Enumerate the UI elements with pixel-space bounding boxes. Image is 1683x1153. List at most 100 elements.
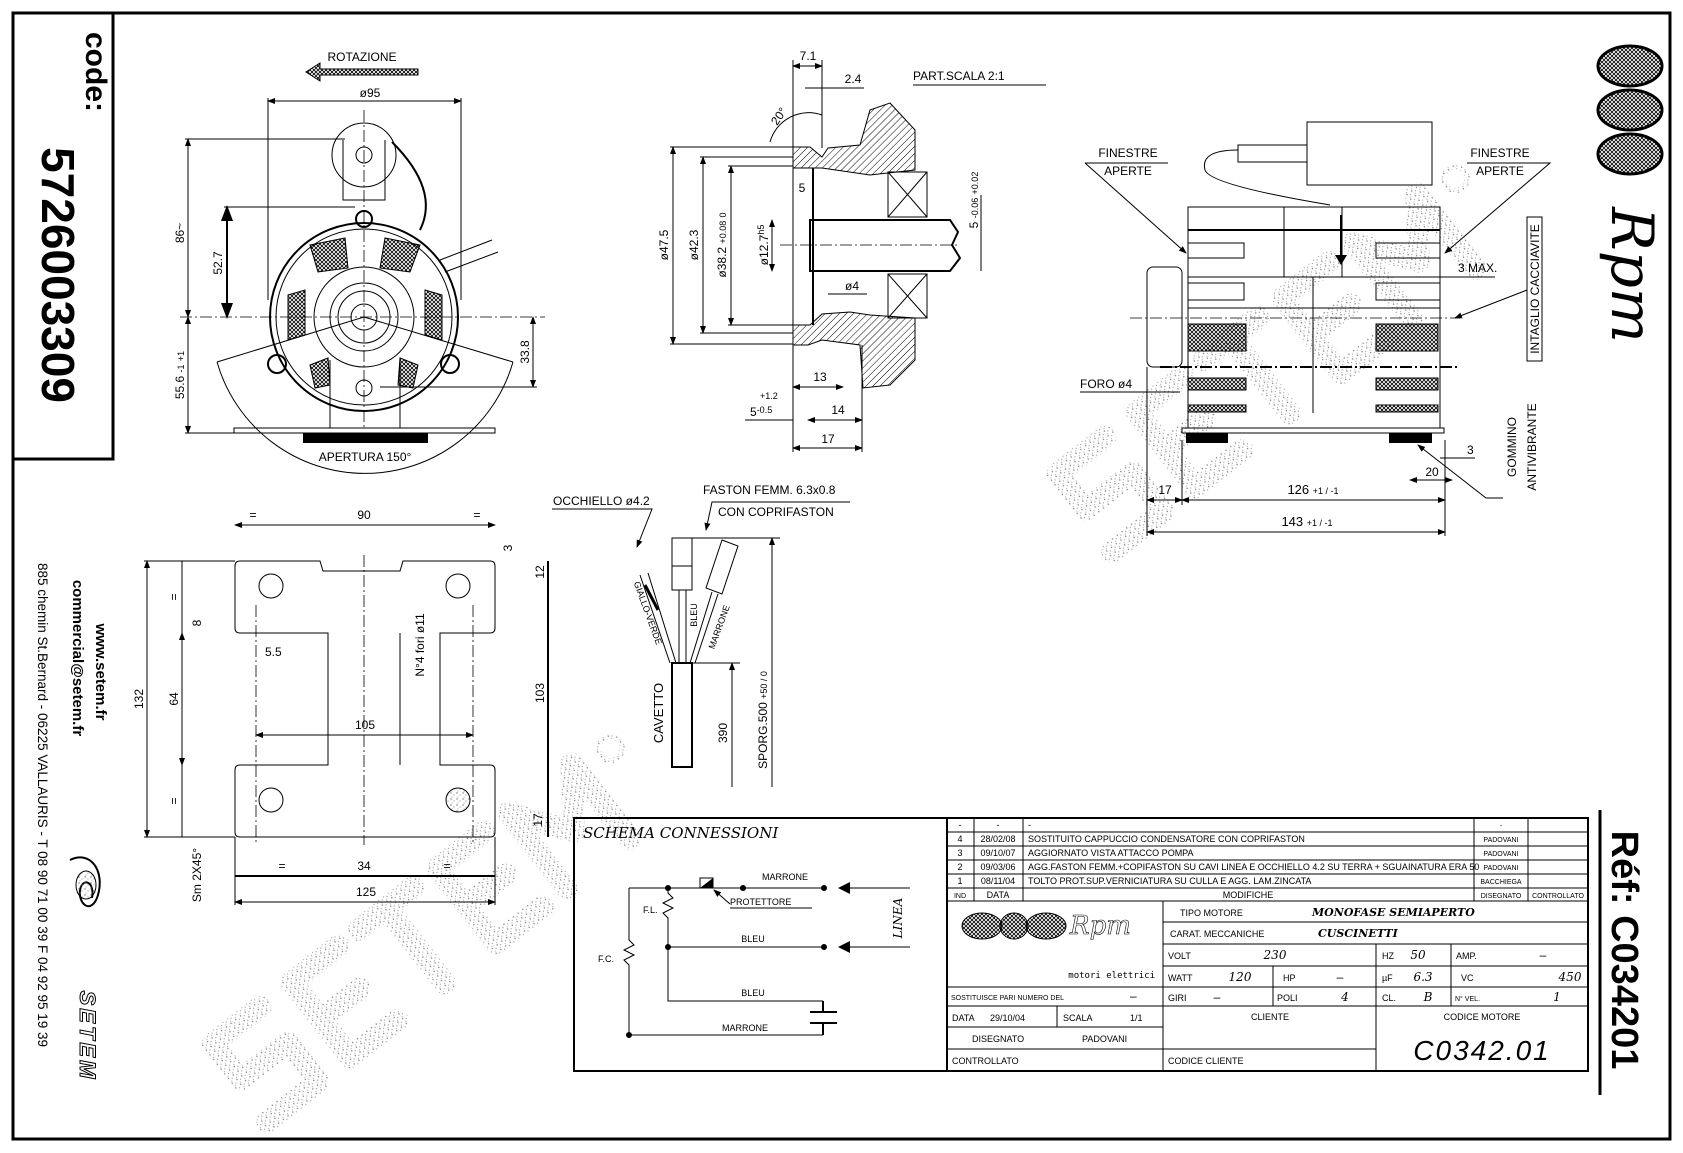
hp-value: – xyxy=(1337,970,1344,984)
email-link[interactable]: commercial@setem.fr xyxy=(69,580,86,737)
poles-label: POLI xyxy=(1277,993,1298,1003)
dim-d126: 126 +1 / -1 xyxy=(1287,482,1338,497)
scale-value: 1/1 xyxy=(1130,1013,1143,1023)
cable-label: CAVETTO xyxy=(651,683,666,743)
website-link[interactable]: www.setem.fr xyxy=(92,623,109,721)
dim-shaft5: 5 -0.06 +0.02 xyxy=(967,172,981,229)
dim-d7: 7.1 xyxy=(800,49,817,63)
dim-d42: ø42.3 xyxy=(687,229,701,260)
damper-label: ANTIVIBRANTE xyxy=(1525,403,1539,490)
checked-label: CONTROLLATO xyxy=(952,1056,1019,1066)
dim-d105: 105 xyxy=(355,718,375,732)
setem-logo: SETEM xyxy=(69,856,101,1082)
faston-label: FASTON FEMM. 6.3x0.8 xyxy=(703,483,836,497)
watt-label: WATT xyxy=(1168,973,1193,983)
chamfer-label: Sm 2X45° xyxy=(190,848,204,902)
reference-label: Réf: C034201 xyxy=(1603,831,1645,1070)
product-code: 5726003309 xyxy=(32,147,84,403)
eyelet-label: OCCHIELLO ø4.2 xyxy=(553,494,650,508)
dim-d17: 17 xyxy=(531,813,545,827)
dim-equal: = xyxy=(249,508,256,522)
revision-date: 08/11/04 xyxy=(981,876,1015,886)
revision-date: 09/03/06 xyxy=(980,862,1015,872)
wire-bleu-label: BLEU xyxy=(741,934,765,944)
dim-d90: 90 xyxy=(357,508,371,522)
revision-drawn: BACCHIEGA xyxy=(1480,879,1522,886)
dim-equal: = xyxy=(443,859,450,873)
hole-label: FORO ø4 xyxy=(1080,377,1132,391)
front-view: ROTAZIONE ø95 APERTURA 150° xyxy=(173,50,545,474)
amp-label: AMP. xyxy=(1456,951,1477,961)
dim-protrusion: SPORG.500 +50 / 0 xyxy=(756,671,770,769)
dim-d38: ø38.2 +0.08 0 xyxy=(715,212,729,277)
dim-f5: 5-0.5 xyxy=(750,405,772,419)
windows-left-label: APERTE xyxy=(1104,164,1152,178)
vc-label: VC xyxy=(1461,973,1474,983)
fl-label: F.L. xyxy=(643,905,658,915)
detail-view: PART.SCALA 2:1 7.1 2.4 20° ø47.5 ø42.3 ø… xyxy=(657,49,1046,452)
hz-label: HZ xyxy=(1382,951,1394,961)
wire-bleu-label: BLEU xyxy=(689,603,699,627)
schema-title: SCHEMA CONNESSIONI xyxy=(583,824,779,842)
revision-date: 09/10/07 xyxy=(980,848,1015,858)
rpm-label: GIRI xyxy=(1168,993,1187,1003)
rpm-value: – xyxy=(1214,990,1221,1004)
revision-row: ---- xyxy=(959,820,1503,830)
rev-header-checked: CONTROLLATO xyxy=(1532,893,1584,900)
dim-d8: 8 xyxy=(190,619,204,626)
replaces-label: SOSTITUISCE PARI NUMERO DEL xyxy=(951,995,1064,1002)
dim-equal: = xyxy=(278,859,285,873)
rpm-small-logo: Rpm motori elettrici xyxy=(961,911,1155,981)
dim-d3: 3 xyxy=(501,544,515,551)
detail-scale-label: PART.SCALA 2:1 xyxy=(913,69,1005,83)
uf-value: 6.3 xyxy=(1413,970,1432,984)
dim-h55: 55.6 -1 +1 xyxy=(173,351,187,399)
dim-h86: 86~ xyxy=(173,223,187,243)
dim-d20: 20 xyxy=(1425,465,1439,479)
dim-d390: 390 xyxy=(716,723,730,743)
dim-h52: 52.7 xyxy=(211,251,225,275)
windows-right-label: FINESTRE xyxy=(1470,146,1529,160)
amp-value: – xyxy=(1540,948,1547,962)
rev-header-ind: IND xyxy=(954,893,966,900)
svg-text:SETEM: SETEM xyxy=(75,991,100,1082)
revision-drawn: PADOVANI xyxy=(1483,851,1518,858)
dim-d132: 132 xyxy=(132,689,146,709)
rotation-arrow-icon xyxy=(305,62,419,82)
plate-view: 90 = = 132 64 = = 8 5.5 N°4 fori ø11 105… xyxy=(132,508,549,905)
motor-code-value: C0342.01 xyxy=(1413,1035,1550,1066)
client-code-label: CODICE CLIENTE xyxy=(1168,1056,1244,1066)
dim-equal: = xyxy=(167,593,181,600)
client-label: CLIENTE xyxy=(1251,1012,1289,1022)
rpm-subtitle: motori elettrici xyxy=(1068,971,1155,981)
class-label: CL. xyxy=(1382,993,1396,1003)
dim-d5: 5 xyxy=(799,181,806,195)
dim-d143: 143 +1 / -1 xyxy=(1281,514,1332,529)
revision-date: 28/02/08 xyxy=(980,834,1015,844)
revision-text: AGG.FASTON FEMM.+COPIFASTON SU CAVI LINE… xyxy=(1028,862,1479,872)
cable-view: OCCHIELLO ø4.2 FASTON FEMM. 6.3x0.8 CON … xyxy=(552,483,850,787)
dim-d4: ø4 xyxy=(845,279,859,293)
revision-ind: 4 xyxy=(957,834,962,844)
damper-label: GOMMINO xyxy=(1505,417,1519,477)
drawing-border xyxy=(11,11,1672,1141)
rotation-label: ROTAZIONE xyxy=(327,50,396,64)
hp-label: HP xyxy=(1283,973,1296,983)
holes-label: N°4 fori ø11 xyxy=(413,613,427,677)
replaces-value: – xyxy=(1130,989,1137,1003)
motor-type-value: MONOFASE SEMIAPERTO xyxy=(1311,906,1475,919)
connection-schema: SCHEMA CONNESSIONI MARRONE PROTETTORE F.… xyxy=(573,817,948,1072)
dim-d3: 3 xyxy=(1467,443,1474,457)
revision-ind: - xyxy=(959,820,962,830)
rpm-brand: Rpm xyxy=(1598,206,1666,343)
mech-label: CARAT. MECCANICHE xyxy=(1170,929,1264,939)
rpm-small-brand: Rpm xyxy=(1069,911,1131,941)
dim-h33: 33.8 xyxy=(518,340,532,364)
rev-header-modifications: MODIFICHE xyxy=(1223,890,1274,900)
poles-value: 4 xyxy=(1340,990,1349,1004)
protector-label: PROTETTORE xyxy=(730,897,791,907)
